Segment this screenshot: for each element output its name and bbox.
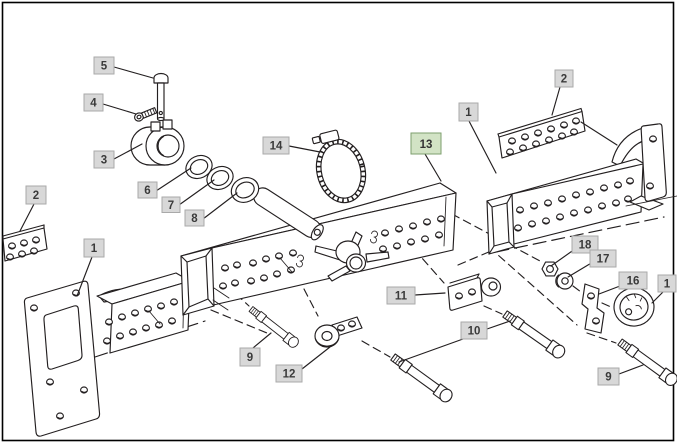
- pivot-bushing: [130, 119, 185, 166]
- svg-text:1: 1: [465, 107, 472, 119]
- svg-text:9: 9: [605, 372, 611, 384]
- svg-text:17: 17: [597, 254, 610, 266]
- callout-1-right-top[interactable]: 1: [458, 102, 479, 122]
- clevis-pin: [153, 72, 169, 122]
- callout-14[interactable]: 14: [262, 136, 290, 155]
- callout-2-right-top[interactable]: 2: [554, 69, 574, 88]
- center-bolt-lower: [390, 353, 453, 403]
- svg-text:2: 2: [33, 190, 39, 202]
- svg-text:4: 4: [90, 98, 97, 110]
- callout-16[interactable]: 16: [618, 271, 648, 290]
- svg-text:16: 16: [627, 276, 640, 288]
- callout-5[interactable]: 5: [93, 56, 115, 75]
- callout-11[interactable]: 11: [386, 286, 416, 305]
- end-cap-ring: [613, 287, 655, 327]
- bolt-front-left: [248, 306, 299, 348]
- callout-7[interactable]: 7: [161, 196, 181, 213]
- right-flange-plate: [625, 123, 677, 211]
- svg-text:14: 14: [270, 141, 283, 153]
- set-screw: [133, 107, 158, 122]
- svg-text:9: 9: [247, 352, 253, 364]
- svg-text:13: 13: [420, 139, 433, 151]
- svg-text:5: 5: [101, 61, 108, 73]
- svg-text:7: 7: [168, 200, 174, 212]
- right-axle-extension: [486, 158, 651, 255]
- callout-10[interactable]: 10: [460, 321, 488, 340]
- left-axle-extension: [96, 272, 191, 354]
- hex-nut: [541, 261, 559, 277]
- svg-text:1: 1: [91, 243, 98, 255]
- washer-ring-7: [206, 165, 234, 191]
- svg-text:3: 3: [101, 155, 107, 167]
- clamp-block: [447, 273, 502, 311]
- callout-1-left[interactable]: 1: [83, 238, 105, 258]
- left-flange-plate: [23, 280, 101, 437]
- svg-text:10: 10: [468, 326, 481, 338]
- svg-text:1: 1: [664, 279, 671, 291]
- callout-13-highlighted[interactable]: 13: [410, 132, 442, 155]
- callout-3[interactable]: 3: [93, 150, 115, 169]
- callout-2-left[interactable]: 2: [25, 185, 47, 205]
- callout-1-far-right[interactable]: 1: [657, 274, 677, 293]
- wing-crank: [314, 231, 390, 282]
- clamp-eye: [314, 316, 363, 348]
- callout-17[interactable]: 17: [589, 249, 617, 268]
- callout-9-bottom-right[interactable]: 9: [597, 367, 620, 386]
- callout-18[interactable]: 18: [571, 235, 599, 254]
- washer-ring-6: [185, 154, 213, 180]
- plate-align-line: [580, 121, 618, 146]
- bolt-front-right: [617, 338, 677, 386]
- svg-text:8: 8: [191, 213, 198, 225]
- svg-text:12: 12: [283, 369, 296, 381]
- svg-text:6: 6: [144, 185, 150, 197]
- stamp-mark: [370, 230, 378, 244]
- angle-bracket: [581, 283, 605, 334]
- callout-4[interactable]: 4: [83, 93, 104, 112]
- callout-9-bottom-left[interactable]: 9: [239, 347, 261, 367]
- hose-clamp: [311, 129, 367, 204]
- svg-text:18: 18: [579, 240, 592, 252]
- right-backing-plate: [497, 107, 586, 159]
- center-bolt-upper: [502, 310, 566, 359]
- svg-text:2: 2: [561, 74, 567, 86]
- callout-6[interactable]: 6: [137, 181, 158, 199]
- leader-lines: [19, 66, 664, 375]
- left-backing-plate: [2, 224, 48, 262]
- callout-8[interactable]: 8: [184, 209, 205, 227]
- callout-12[interactable]: 12: [275, 364, 303, 383]
- stamp-mark: [296, 254, 304, 268]
- svg-text:11: 11: [395, 291, 408, 303]
